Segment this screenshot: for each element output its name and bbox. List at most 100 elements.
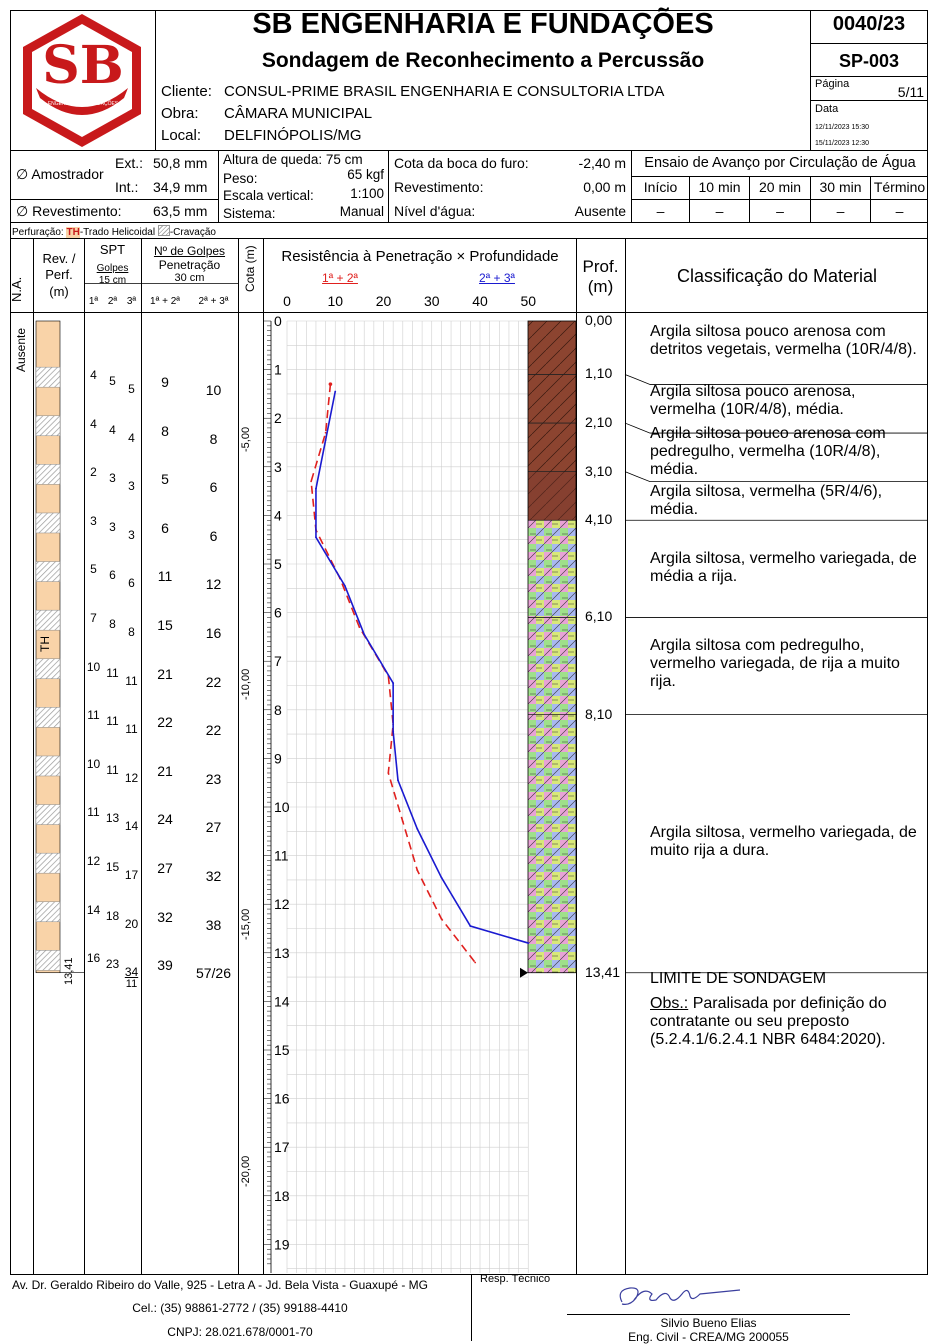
blows-12: 22 bbox=[157, 714, 173, 731]
collar-label: Cota da boca do furo: bbox=[394, 155, 529, 171]
system-value: Manual bbox=[339, 204, 384, 219]
layer-description: Argila siltosa com pedregulho, vermelho … bbox=[650, 637, 900, 690]
date-end: 15/11/2023 12:30 bbox=[815, 140, 869, 147]
layer-depth: 8,10 bbox=[585, 705, 613, 722]
spt-g1: 5 bbox=[90, 562, 97, 577]
layer-depth: 1,10 bbox=[585, 365, 613, 382]
blows-23: 38 bbox=[205, 916, 222, 933]
spt-g3: 4 bbox=[128, 430, 135, 445]
engineer-credential: Eng. Civil - CREA/MG 200055 bbox=[628, 1330, 789, 1344]
logo-text: SB bbox=[42, 35, 124, 96]
spt-g2: 11 bbox=[106, 665, 119, 680]
spt-g1: 3 bbox=[90, 513, 97, 528]
blows-12: 21 bbox=[157, 665, 173, 682]
blows-23: 57/26 bbox=[195, 965, 232, 982]
resp-label: Resp. Técnico bbox=[480, 1273, 551, 1285]
spt-g2: 4 bbox=[109, 422, 116, 437]
spt-g1: 11 bbox=[87, 708, 100, 723]
water-level-value: Ausente bbox=[14, 327, 28, 372]
casing-label: ∅ Revestimento: bbox=[16, 203, 122, 219]
layer-description: Argila siltosa, vermelha (5R/4/6), média… bbox=[650, 483, 883, 518]
blows-12: 39 bbox=[157, 957, 173, 974]
spt-g2: 3 bbox=[109, 471, 116, 486]
location-label: Local: bbox=[161, 127, 202, 144]
int-label: Int.: bbox=[115, 179, 139, 195]
blows-12: 9 bbox=[161, 374, 169, 390]
spt-g2: 15 bbox=[105, 860, 120, 874]
blows-header: Nº de Golpes bbox=[153, 244, 226, 258]
footer-phones: Cel.: (35) 98861-2772 / (35) 99188-4410 bbox=[132, 1301, 348, 1315]
page-number: 5/11 bbox=[897, 84, 924, 100]
crav-swatch bbox=[157, 225, 170, 236]
blows-23: 16 bbox=[205, 625, 222, 641]
rev-header-1: Rev. / bbox=[42, 251, 76, 266]
system-label: Sistema: bbox=[223, 206, 276, 221]
wash-value-2: – bbox=[776, 203, 784, 219]
layer-depth: 13,41 bbox=[585, 963, 621, 980]
spt-g1: 7 bbox=[90, 611, 97, 625]
final-depth-rev: 13,41 bbox=[63, 957, 75, 985]
blows-12: 6 bbox=[161, 519, 169, 536]
wash-header-3: 30 min bbox=[819, 179, 862, 195]
spt-g3: 6 bbox=[128, 576, 135, 591]
layer-description: Argila siltosa pouco arenosa, vermelha (… bbox=[650, 383, 856, 418]
int-value: 34,9 mm bbox=[153, 179, 208, 195]
layer-depth: 6,10 bbox=[585, 608, 613, 625]
drop-height: Altura de queda: 75 cm bbox=[223, 152, 363, 167]
spt-g3: 11 bbox=[125, 722, 138, 737]
cota-label: -20,00 bbox=[240, 1155, 252, 1187]
spt-g3-penetration: 11 bbox=[125, 978, 138, 991]
chart-title: Resistência à Penetração × Profundidade bbox=[281, 248, 559, 265]
blows-12: 11 bbox=[157, 568, 173, 585]
work-label: Obra: bbox=[161, 105, 199, 122]
blows-23: 22 bbox=[205, 722, 222, 739]
spt-g3: 17 bbox=[124, 868, 139, 882]
spt-g2: 8 bbox=[109, 617, 116, 631]
date-label: Data bbox=[815, 103, 839, 115]
drilling-note: Perfuração: TH-Trado Helicoidal -Cravaçã… bbox=[12, 225, 216, 238]
blows-12: 15 bbox=[157, 617, 173, 633]
casing-depth-label: Revestimento: bbox=[394, 179, 484, 195]
layer-description: Argila siltosa, vermelho variegada, de m… bbox=[650, 550, 917, 585]
company-name: SB ENGENHARIA E FUNDAÇÕES bbox=[252, 8, 714, 40]
blows-23: 6 bbox=[209, 479, 218, 496]
wash-header-2: 20 min bbox=[758, 179, 802, 195]
blows-23: 6 bbox=[209, 527, 218, 544]
prof-header-2: (m) bbox=[587, 277, 614, 296]
blows-h1: 1ª + 2ª bbox=[150, 296, 180, 307]
spt-g3: 5 bbox=[128, 382, 135, 396]
cota-label: -10,00 bbox=[240, 668, 252, 700]
scale-value: 1:100 bbox=[350, 186, 384, 201]
drilling-prefix: Perfuração: bbox=[12, 227, 64, 238]
ext-label: Ext.: bbox=[115, 155, 144, 171]
spt-g1: 4 bbox=[90, 416, 97, 431]
blows-12: 8 bbox=[161, 422, 169, 439]
spt-sub2: 15 cm bbox=[98, 275, 127, 286]
spt-g2: 5 bbox=[109, 374, 116, 388]
spt-g1: 4 bbox=[90, 368, 97, 382]
spt-sub1: Golpes bbox=[96, 263, 129, 274]
spt-g1: 10 bbox=[86, 659, 101, 674]
drilling-th-swatch: TH bbox=[66, 227, 80, 238]
spt-g1: 12 bbox=[86, 854, 101, 868]
layer-depth: 3,10 bbox=[585, 462, 613, 479]
blows-12: 24 bbox=[157, 811, 173, 828]
date-start: 12/11/2023 15:30 bbox=[815, 124, 869, 131]
wash-test-title: Ensaio de Avanço por Circulação de Água bbox=[644, 155, 916, 171]
cota-label: -5,00 bbox=[240, 426, 252, 452]
blows-12: 32 bbox=[157, 908, 173, 925]
spt-h3: 3ª bbox=[126, 296, 137, 307]
spt-g2: 11 bbox=[106, 762, 119, 777]
blows-23: 32 bbox=[205, 868, 222, 884]
layer-depth: 0,00 bbox=[585, 312, 613, 328]
layer-description: Argila siltosa pouco arenosa com pedregu… bbox=[650, 425, 886, 478]
wash-value-1: – bbox=[715, 203, 724, 219]
blows-12: 21 bbox=[157, 762, 173, 779]
spt-g1: 16 bbox=[86, 951, 101, 966]
spt-g2: 23 bbox=[105, 957, 120, 972]
spt-g2: 6 bbox=[109, 568, 116, 583]
obs-label: Obs.: bbox=[650, 995, 689, 1012]
spt-g3: 8 bbox=[128, 625, 135, 639]
sampler-label: ∅ Amostrador bbox=[16, 166, 104, 182]
legend-12: 1ª + 2ª bbox=[322, 271, 358, 285]
